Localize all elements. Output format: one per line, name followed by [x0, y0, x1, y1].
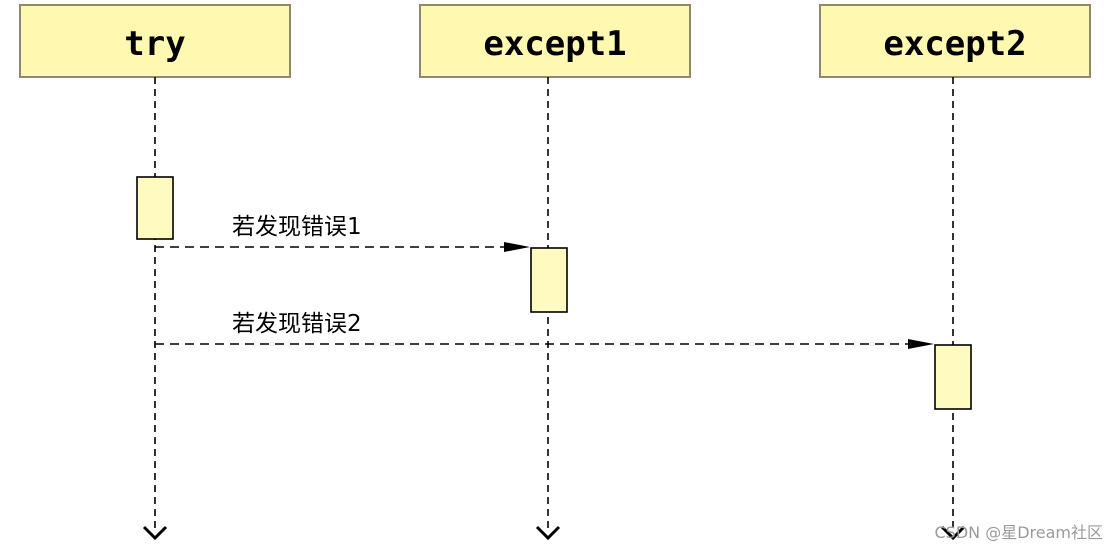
activation-bar-except1	[530, 247, 568, 313]
activation-bar-try	[136, 176, 174, 240]
message-label-1: 若发现错误1	[232, 214, 362, 240]
participant-box-except1	[419, 4, 691, 78]
watermark-text: CSDN @星Dream社区	[935, 523, 1104, 542]
participant-box-except2	[819, 4, 1091, 78]
participant-try: try	[19, 4, 291, 541]
participant-label-try: try	[124, 24, 185, 64]
participant-label-except1: except1	[483, 24, 626, 64]
lifeline-end-arrow-try	[142, 525, 168, 541]
message-try-to-except2: 若发现错误2	[155, 311, 934, 349]
participant-box-try	[19, 4, 291, 78]
participant-except1: except1	[419, 4, 691, 541]
participant-label-except2: except2	[883, 24, 1026, 64]
lifeline-end-arrow-except1	[535, 525, 561, 541]
message-try-to-except1: 若发现错误1	[155, 214, 530, 252]
message-label-2: 若发现错误2	[232, 311, 362, 337]
lifeline-end-arrow-except2	[940, 525, 966, 541]
activation-bar-except2	[934, 344, 972, 410]
participant-except2: except2	[819, 4, 1091, 541]
